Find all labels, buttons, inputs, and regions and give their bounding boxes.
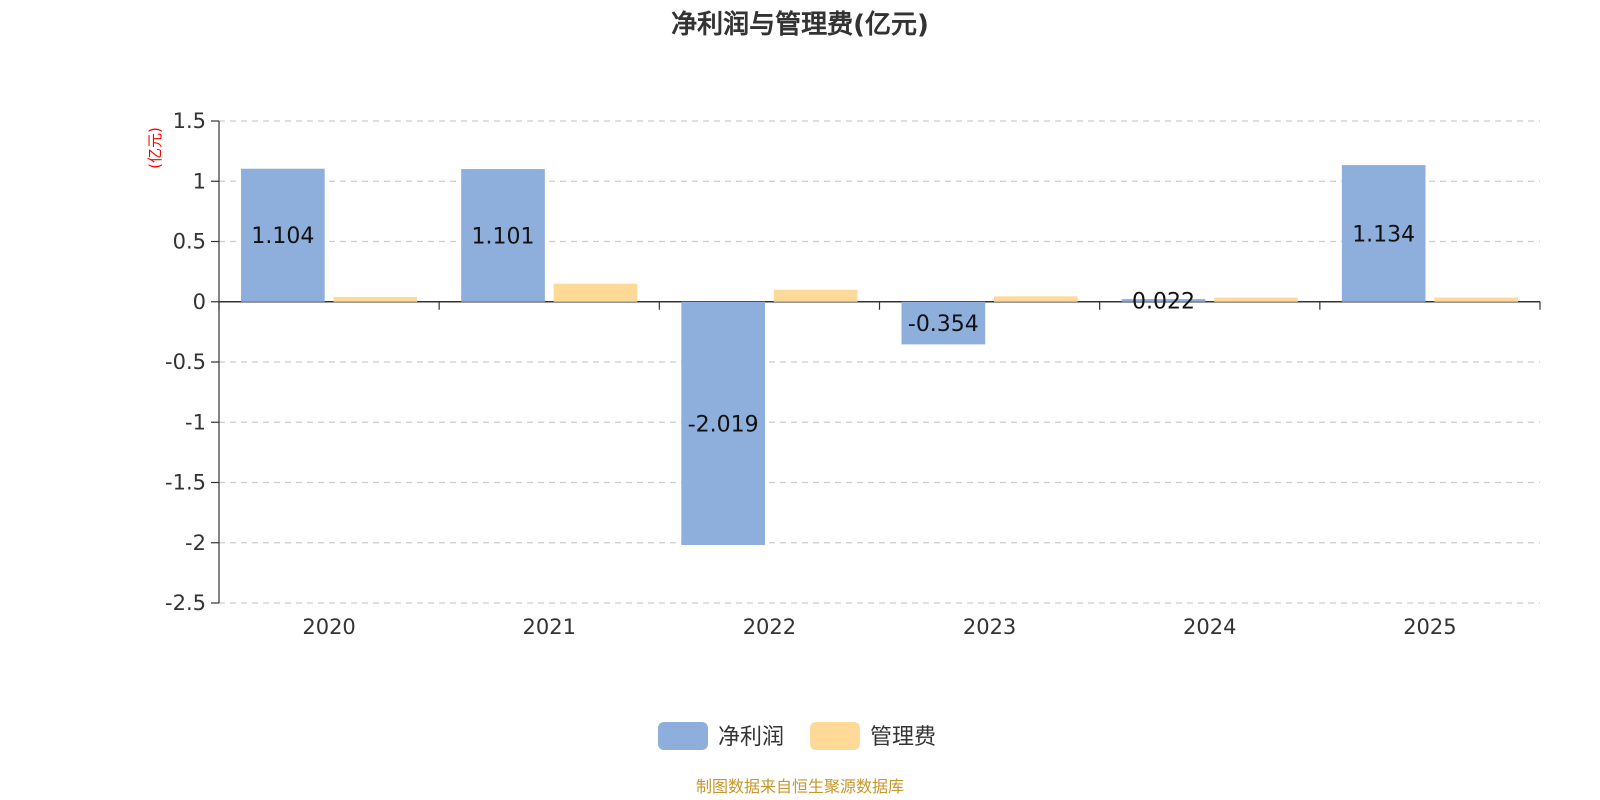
x-tick-label: 2024	[1183, 615, 1236, 639]
axes: 1.5 1 0.5 0 -0.5 -1 -1.5 -2 -2.5 2020 2021 2022 2023…	[165, 109, 1541, 639]
legend-swatch[interactable]	[810, 722, 860, 750]
y-tick-label: -2.5	[165, 591, 206, 615]
y-tick-label: 1	[193, 169, 206, 193]
data-label: 1.101	[472, 224, 535, 249]
bar[interactable]	[1214, 297, 1298, 302]
y-tick-label: 1.5	[173, 109, 206, 133]
chart-title: 净利润与管理费(亿元)	[671, 9, 929, 40]
y-tick-label: 0	[193, 290, 206, 314]
legend-label[interactable]: 管理费	[870, 725, 936, 750]
source-note: 制图数据来自恒生聚源数据库	[696, 777, 904, 796]
y-tick-label: -1.5	[165, 471, 206, 495]
y-axis-unit-label: (亿元)	[146, 127, 164, 169]
x-tick-label: 2022	[743, 615, 796, 639]
bar[interactable]	[553, 283, 638, 302]
bar[interactable]	[993, 296, 1078, 302]
data-label: -2.019	[688, 412, 759, 437]
x-tick-label: 2023	[963, 615, 1016, 639]
x-tick-label: 2021	[523, 615, 576, 639]
legend[interactable]: 净利润 管理费	[658, 722, 936, 750]
data-label: 1.134	[1352, 222, 1415, 247]
grid-lines	[219, 120, 1540, 604]
bar[interactable]	[1341, 165, 1426, 302]
data-label: 1.104	[251, 224, 314, 249]
bar[interactable]	[461, 169, 545, 302]
bar[interactable]	[241, 168, 325, 302]
x-tick-label: 2020	[302, 615, 355, 639]
bar[interactable]	[901, 301, 986, 345]
y-tick-label: -2	[185, 531, 206, 555]
bar[interactable]	[1121, 299, 1206, 302]
bar[interactable]	[681, 301, 766, 546]
bar[interactable]	[333, 296, 418, 302]
x-tick-label: 2025	[1403, 615, 1456, 639]
y-tick-label: -1	[185, 410, 206, 434]
data-labels: 1.104 1.101 -2.019 -0.354 0.022 1.134	[251, 222, 1415, 437]
data-label: 0.022	[1132, 289, 1195, 314]
bar[interactable]	[773, 289, 858, 302]
legend-swatch[interactable]	[658, 722, 708, 750]
y-tick-label: 0.5	[173, 230, 206, 254]
bars	[241, 165, 1518, 546]
data-label: -0.354	[908, 312, 979, 337]
legend-label[interactable]: 净利润	[718, 725, 784, 750]
y-tick-label: -0.5	[165, 350, 206, 374]
bar[interactable]	[1434, 297, 1518, 302]
